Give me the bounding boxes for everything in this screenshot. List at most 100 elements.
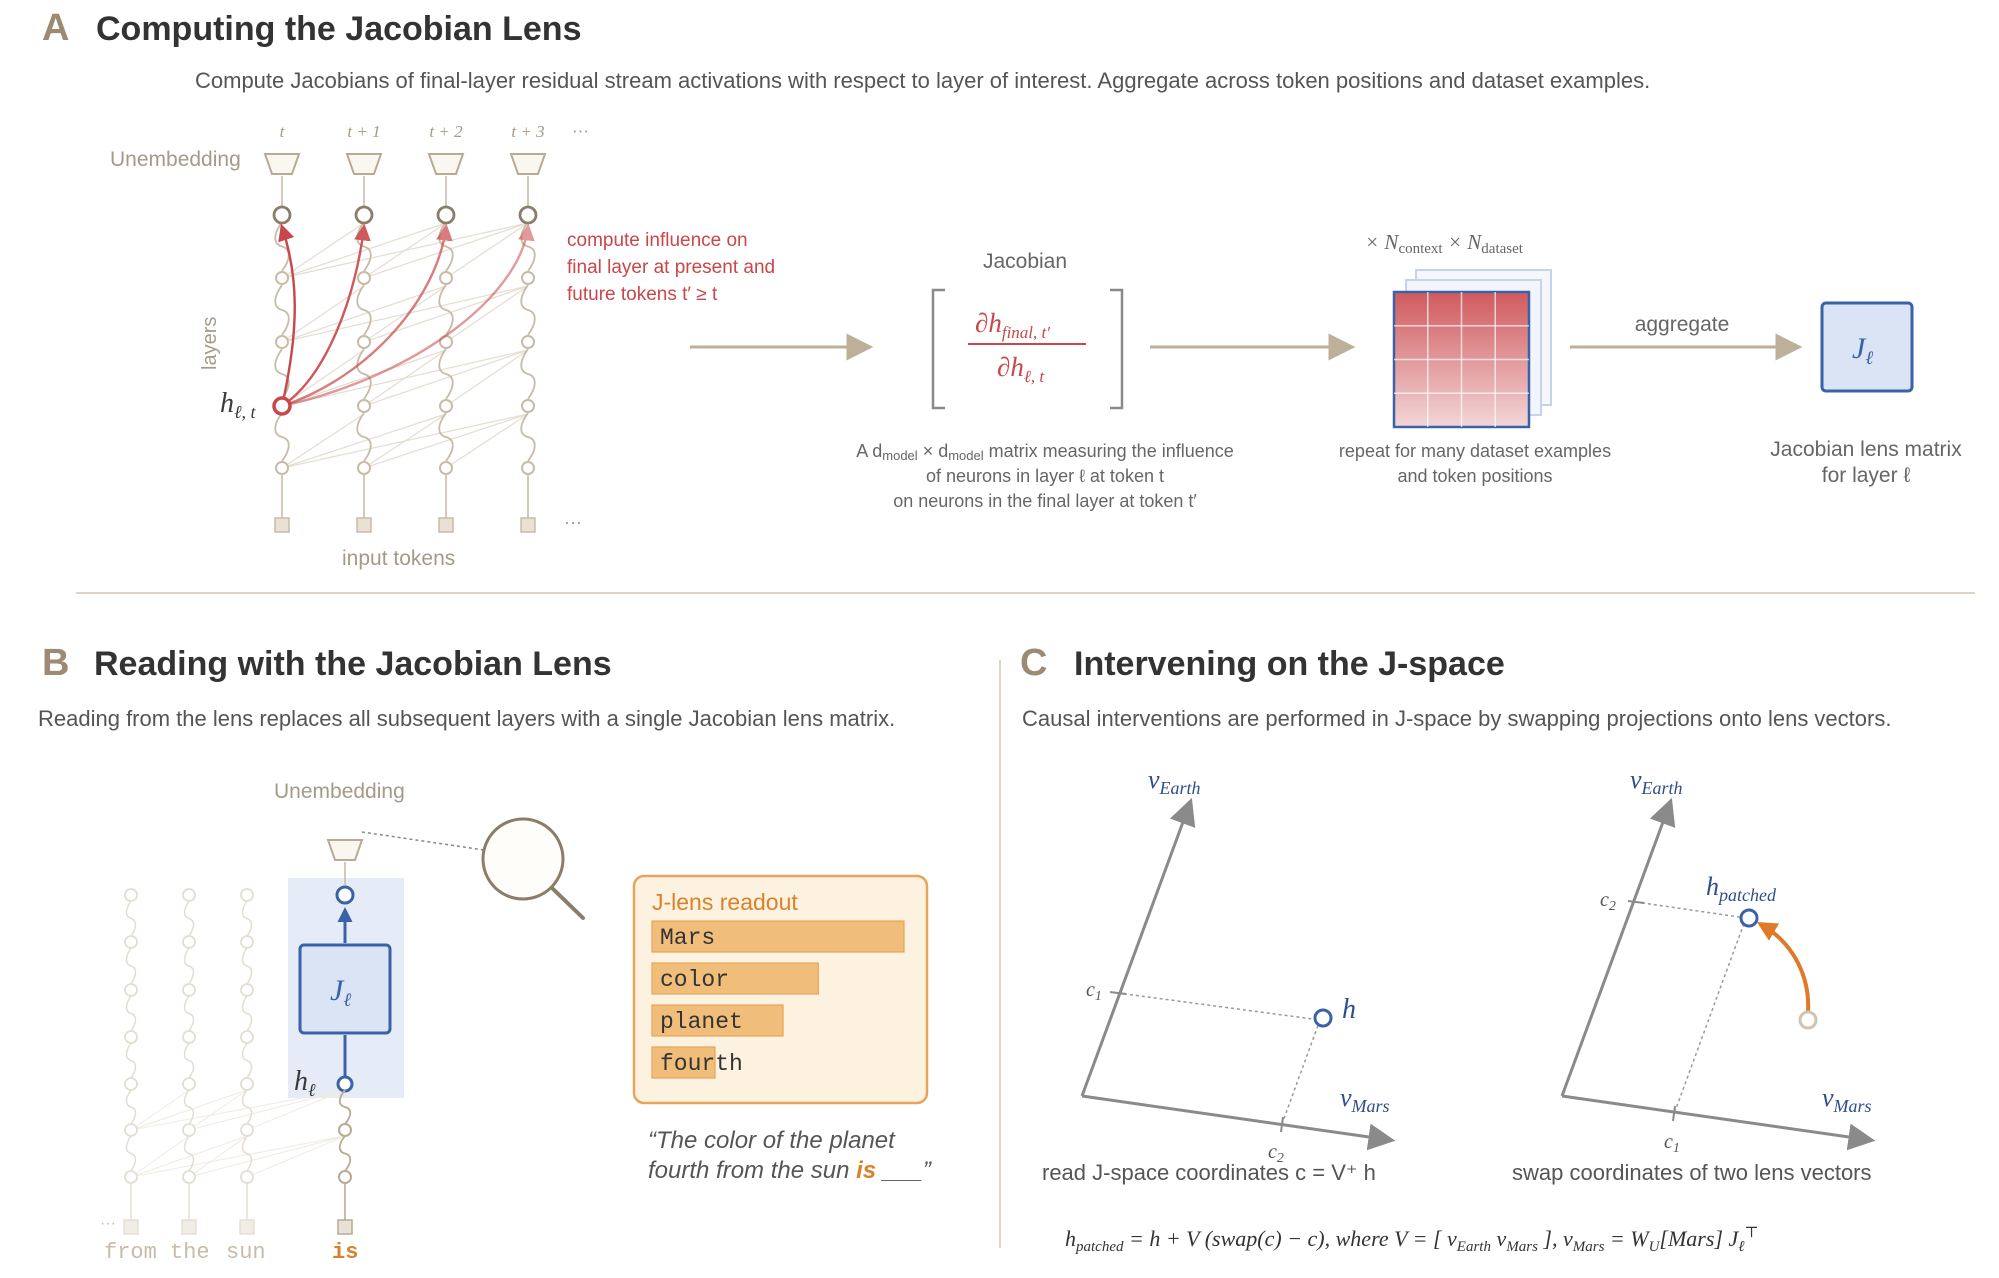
jacobian-numerator: ∂hfinal, t′ bbox=[975, 308, 1050, 342]
panel-a-letter: A bbox=[42, 7, 69, 49]
c2-dotted-line bbox=[1281, 1019, 1321, 1125]
faint-node bbox=[182, 1030, 196, 1044]
cross-connection bbox=[281, 413, 365, 469]
svg-text:for layer ℓ: for layer ℓ bbox=[1822, 464, 1911, 487]
residual-squiggle-b bbox=[338, 1135, 352, 1172]
final-layer-node bbox=[272, 205, 292, 225]
token-square-b bbox=[337, 1219, 353, 1235]
c1-dotted-line-right bbox=[1673, 917, 1747, 1115]
c2-tick bbox=[1280, 1116, 1284, 1133]
readout-bar bbox=[651, 1046, 716, 1079]
influence-arrow bbox=[281, 223, 535, 408]
lens-caption: Jacobian lens matrix for layer ℓ bbox=[1770, 438, 1962, 487]
hidden-node bbox=[275, 335, 289, 349]
faint-node bbox=[240, 1123, 254, 1137]
token-label: sun bbox=[226, 1240, 266, 1265]
panel-c-subtitle: Causal interventions are performed in J-… bbox=[1022, 706, 1891, 731]
hidden-node bbox=[275, 461, 289, 475]
cross-connection bbox=[363, 222, 447, 279]
hidden-node bbox=[439, 399, 453, 413]
input-token-square bbox=[274, 517, 290, 533]
cross-connection bbox=[281, 413, 447, 469]
faint-connection bbox=[130, 1089, 248, 1131]
readout-token: fourth bbox=[660, 1051, 743, 1077]
c2-label-right: c2 bbox=[1600, 889, 1616, 914]
hidden-node bbox=[521, 335, 535, 349]
panel-c: C Intervening on the J-space Causal inte… bbox=[1020, 642, 1891, 1255]
readout-bar bbox=[651, 920, 905, 953]
network-a bbox=[263, 153, 547, 533]
faint-token-square bbox=[239, 1219, 255, 1235]
magnifier-handle bbox=[550, 886, 585, 920]
faint-node bbox=[240, 1077, 254, 1091]
final-layer-node bbox=[518, 205, 538, 225]
h-original-point bbox=[1798, 1010, 1818, 1030]
jacobian-bracket-right bbox=[1110, 288, 1124, 410]
jacobian-lens-symbol-b: Jℓ bbox=[330, 974, 351, 1011]
cross-connection bbox=[363, 222, 529, 279]
faint-squiggle bbox=[125, 1089, 137, 1125]
h-point-label: h bbox=[1342, 994, 1356, 1025]
faint-squiggle bbox=[125, 1135, 137, 1172]
residual-squiggle bbox=[520, 348, 536, 400]
faint-connection bbox=[130, 1135, 346, 1178]
h-patched-label: hpatched bbox=[1706, 872, 1777, 905]
faint-node bbox=[240, 983, 254, 997]
c1-dotted-line bbox=[1117, 992, 1321, 1021]
input-token-square bbox=[520, 517, 536, 533]
panel-a-subtitle: Compute Jacobians of final-layer residua… bbox=[195, 68, 1650, 93]
jacobian-lens-box-a bbox=[1820, 301, 1914, 393]
token-label: the bbox=[170, 1240, 210, 1265]
jspace-plot-left: vEarth vMars c1 c2 h read J-space coordi… bbox=[1042, 765, 1396, 1185]
cross-connection bbox=[281, 222, 365, 279]
readout-token: Mars bbox=[660, 925, 715, 951]
faint-squiggle bbox=[183, 1089, 195, 1125]
residual-squiggle bbox=[438, 412, 454, 462]
panel-a-title: Computing the Jacobian Lens bbox=[96, 10, 581, 48]
caption-right: swap coordinates of two lens vectors bbox=[1512, 1160, 1872, 1185]
v-earth-label-left: vEarth bbox=[1148, 765, 1201, 798]
faint-connection bbox=[246, 1089, 346, 1131]
hidden-node bbox=[275, 271, 289, 285]
cross-connection bbox=[363, 349, 529, 407]
faint-squiggle bbox=[183, 1042, 195, 1079]
panel-c-title: Intervening on the J-space bbox=[1074, 645, 1505, 683]
svg-text:final layer at present and: final layer at present and bbox=[567, 257, 775, 278]
v-mars-label-right: vMars bbox=[1822, 1083, 1872, 1116]
axis-earth-left bbox=[1080, 797, 1196, 1097]
readout-bar bbox=[651, 1004, 784, 1037]
input-token-square bbox=[356, 517, 372, 533]
final-layer-node bbox=[436, 205, 456, 225]
cross-connection bbox=[363, 413, 447, 469]
h-point bbox=[1313, 1008, 1333, 1028]
hidden-node bbox=[357, 335, 371, 349]
jspace-plot-right: vEarth vMars c2 c1 hpatched swap coordin… bbox=[1512, 765, 1876, 1185]
position-label: t + 3 bbox=[511, 122, 544, 141]
token-label: ··· bbox=[100, 1215, 116, 1232]
position-label: t bbox=[280, 122, 286, 141]
svg-text:Jacobian lens matrix: Jacobian lens matrix bbox=[1770, 438, 1962, 461]
quote-line-1: “The color of the planet bbox=[648, 1127, 896, 1154]
repeat-caption: repeat for many dataset examples and tok… bbox=[1339, 441, 1611, 486]
faint-squiggle bbox=[183, 900, 195, 937]
c1-tick-right bbox=[1672, 1105, 1676, 1122]
c1-label-left: c1 bbox=[1086, 979, 1102, 1004]
svg-text:future tokens t′ ≥ t: future tokens t′ ≥ t bbox=[567, 284, 718, 305]
swap-arrow bbox=[1756, 921, 1811, 1013]
position-label: t + 1 bbox=[347, 122, 380, 141]
faint-node bbox=[240, 888, 254, 902]
multiplier-label: × Ncontext × Ndataset bbox=[1365, 230, 1524, 257]
v-mars-label-left: vMars bbox=[1340, 1083, 1390, 1116]
cross-connection bbox=[445, 413, 529, 469]
faint-token-square bbox=[181, 1219, 197, 1235]
faint-node bbox=[240, 1170, 254, 1184]
faint-connection bbox=[130, 1135, 248, 1178]
unembedding-icon bbox=[263, 153, 301, 175]
h-patched-point bbox=[1739, 908, 1759, 928]
faint-squiggle bbox=[241, 900, 253, 937]
bottom-ellipsis: ··· bbox=[564, 512, 582, 532]
jacobian-caption: A dmodel × dmodel matrix measuring the i… bbox=[856, 441, 1234, 511]
residual-squiggle bbox=[356, 412, 372, 462]
